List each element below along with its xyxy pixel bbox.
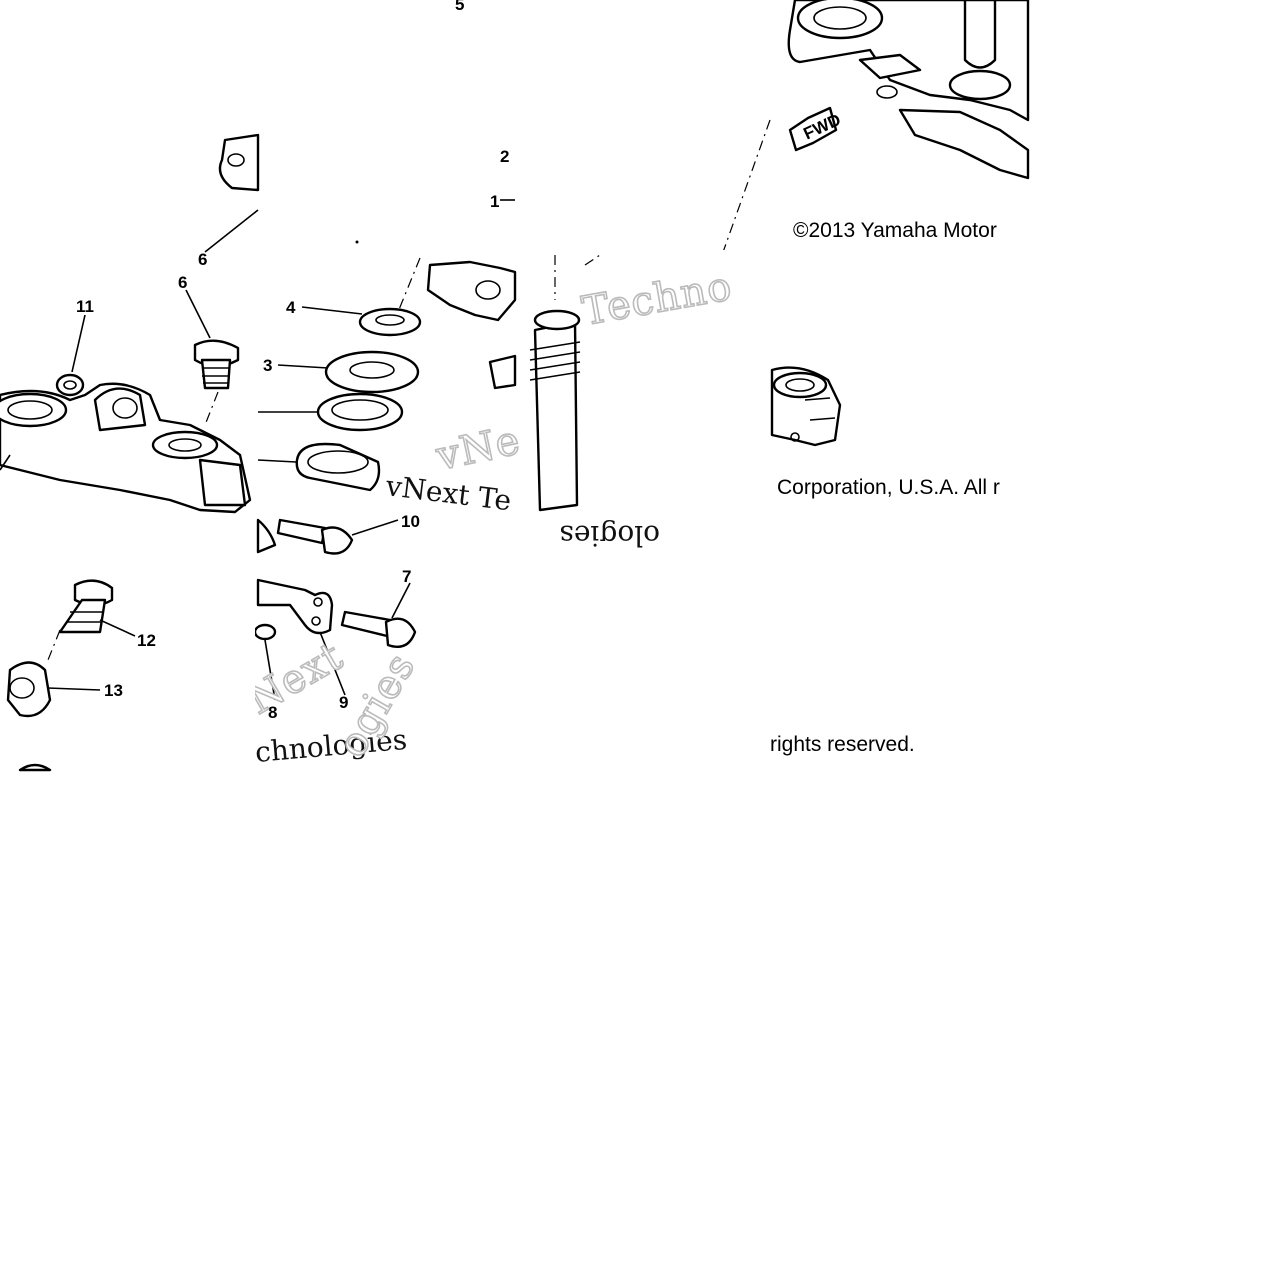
callout-number: 4: [286, 298, 296, 317]
callout-number: 13: [104, 681, 123, 700]
callout-number: 11: [76, 297, 94, 316]
top-center-fragment: 5 2 1: [355, 0, 515, 244]
copyright-line-3: rights reserved.: [770, 733, 915, 756]
callout-number: 1: [490, 192, 499, 211]
right-clamp-fragment: [770, 366, 842, 447]
callout-number: 6: [178, 273, 187, 292]
upper-bracket-fragment: [721, 0, 1030, 256]
callout-number: 3: [263, 356, 272, 375]
stem-tube-fragment: Techno: [515, 250, 770, 512]
callout-number: 5: [455, 0, 464, 14]
lower-left-fragment: 12 13: [0, 454, 255, 772]
callout-number: 10: [401, 512, 420, 531]
callout-number: 2: [500, 147, 509, 166]
lower-hardware-fragment: 10 7 9 8 Next chnologies ogies: [239, 512, 440, 770]
callout-number: 12: [137, 631, 156, 650]
upper-clamp-fragment: 6: [198, 133, 260, 269]
lower-bracket-fragment: 11 6: [0, 250, 255, 515]
copyright-line-2: Corporation, U.S.A. All r: [777, 476, 1000, 499]
watermark-text: ologies: [560, 519, 661, 552]
callout-number: 7: [402, 567, 411, 586]
callout-number: 6: [198, 250, 207, 269]
copyright-line-1: ©2013 Yamaha Motor: [793, 219, 997, 242]
callout-number: 9: [339, 693, 348, 712]
bearing-stack-fragment: 4 3 vNext Te vNe ologies: [257, 257, 661, 552]
callout-number: 8: [268, 703, 277, 722]
